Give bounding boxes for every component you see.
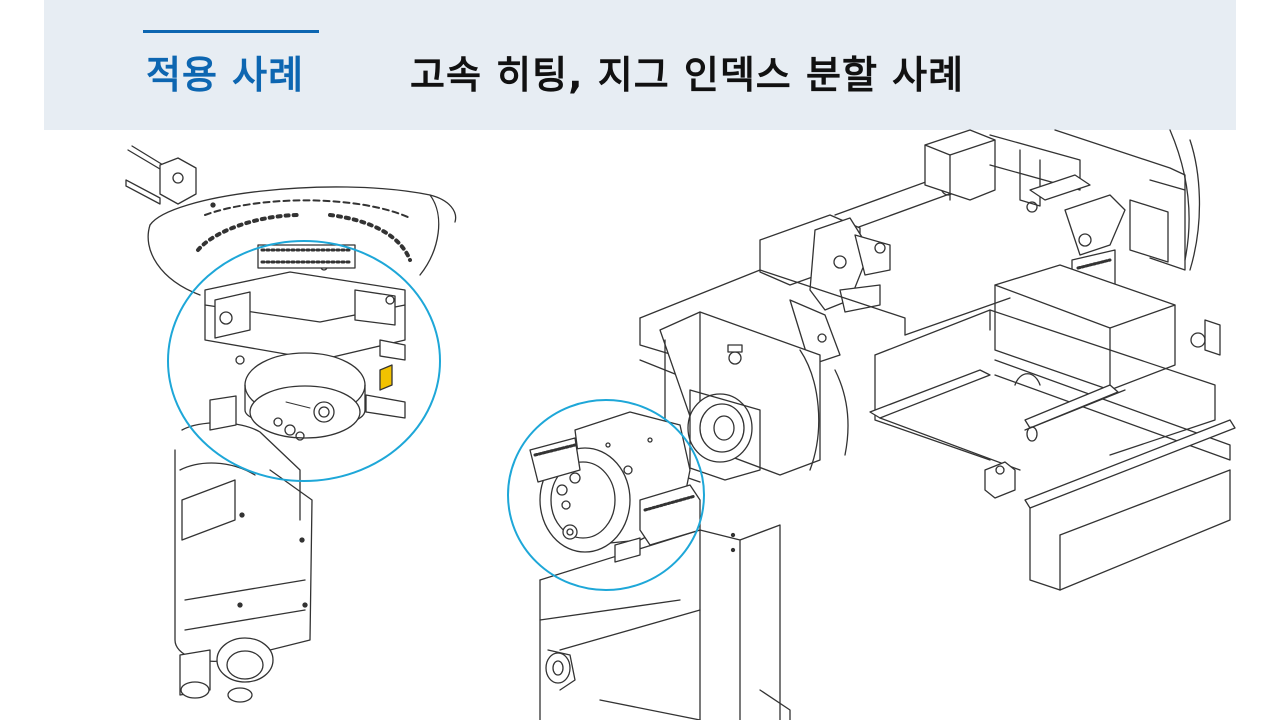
page-title: 고속 히팅, 지그 인덱스 분할 사례: [410, 53, 965, 97]
highlight-circle-left: [167, 240, 441, 482]
sliding-block: [994, 264, 1176, 442]
servo-motor: [174, 395, 313, 662]
gear-hub: [257, 244, 356, 269]
highlight-circle-right: [507, 399, 705, 591]
rotary-actuator-jig: [529, 411, 701, 563]
clamp-linkage-left: [759, 214, 891, 366]
header-band: [44, 0, 1236, 130]
motor-connectors: [179, 637, 274, 703]
section-label: 적용 사례: [146, 53, 305, 97]
bearing-support: [659, 311, 849, 483]
sensor-bracket: [125, 145, 197, 205]
actuator-housing: [204, 271, 406, 365]
small-clamp: [984, 461, 1016, 499]
upper-frame: [989, 129, 1201, 271]
header-accent-line: [143, 30, 319, 33]
drive-shaft: [834, 129, 996, 233]
linear-rails: [869, 359, 1236, 591]
table-legs: [539, 524, 791, 720]
rotary-table-disc: [147, 186, 457, 296]
rotary-actuator-face: [244, 352, 406, 441]
